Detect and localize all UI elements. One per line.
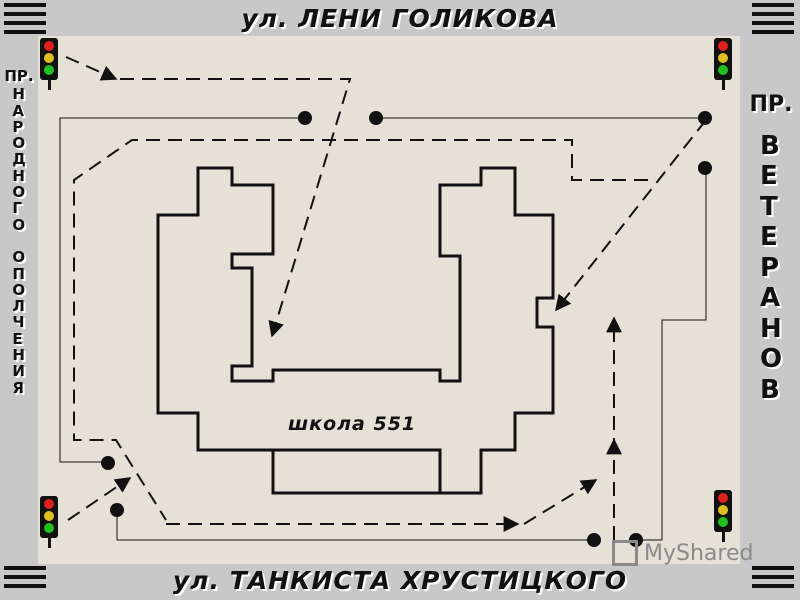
traffic-light-bottom-left — [40, 496, 58, 548]
traffic-light-top-right — [714, 38, 732, 90]
watermark-text: MyShared — [644, 540, 754, 566]
street-left-prefix: ПР. — [4, 67, 34, 85]
route-inner-top — [73, 139, 648, 521]
stop-marker-icon — [369, 111, 383, 125]
watermark: MyShared — [612, 540, 753, 566]
corner-stripes-top-right — [752, 3, 794, 37]
sidewalk-left — [59, 117, 304, 463]
traffic-light-bottom-right — [714, 490, 732, 542]
corner-stripes-bottom-right — [752, 566, 794, 600]
route-top-to-school — [120, 78, 352, 338]
school-label: школа 551 — [288, 413, 417, 435]
stop-marker-icon — [298, 111, 312, 125]
corner-stripes-top-left — [4, 3, 46, 37]
sidewalk-bottom — [116, 510, 594, 541]
route-bottom-right-up — [523, 479, 598, 525]
stop-marker-icon — [101, 456, 115, 470]
street-label-bottom: ул. ТАНКИСТА ХРУСТИЦКОГО — [172, 566, 628, 595]
street-right-prefix: ПР. — [749, 92, 793, 117]
stop-marker-icon — [698, 111, 712, 125]
stop-marker-icon — [698, 161, 712, 175]
route-top-left-arrow — [65, 56, 118, 81]
sidewalk-right — [636, 168, 707, 541]
stop-marker-icon — [110, 503, 124, 517]
watermark-logo-icon — [612, 540, 638, 566]
corner-stripes-bottom-left — [4, 566, 46, 600]
map-area — [38, 36, 740, 564]
route-right-to-school — [555, 119, 707, 312]
route-bottom-left-arrow — [67, 477, 132, 521]
stop-marker-icon — [587, 533, 601, 547]
traffic-light-top-left — [40, 38, 58, 90]
school-building — [156, 166, 555, 495]
street-label-top: ул. ЛЕНИ ГОЛИКОВА — [241, 4, 559, 33]
